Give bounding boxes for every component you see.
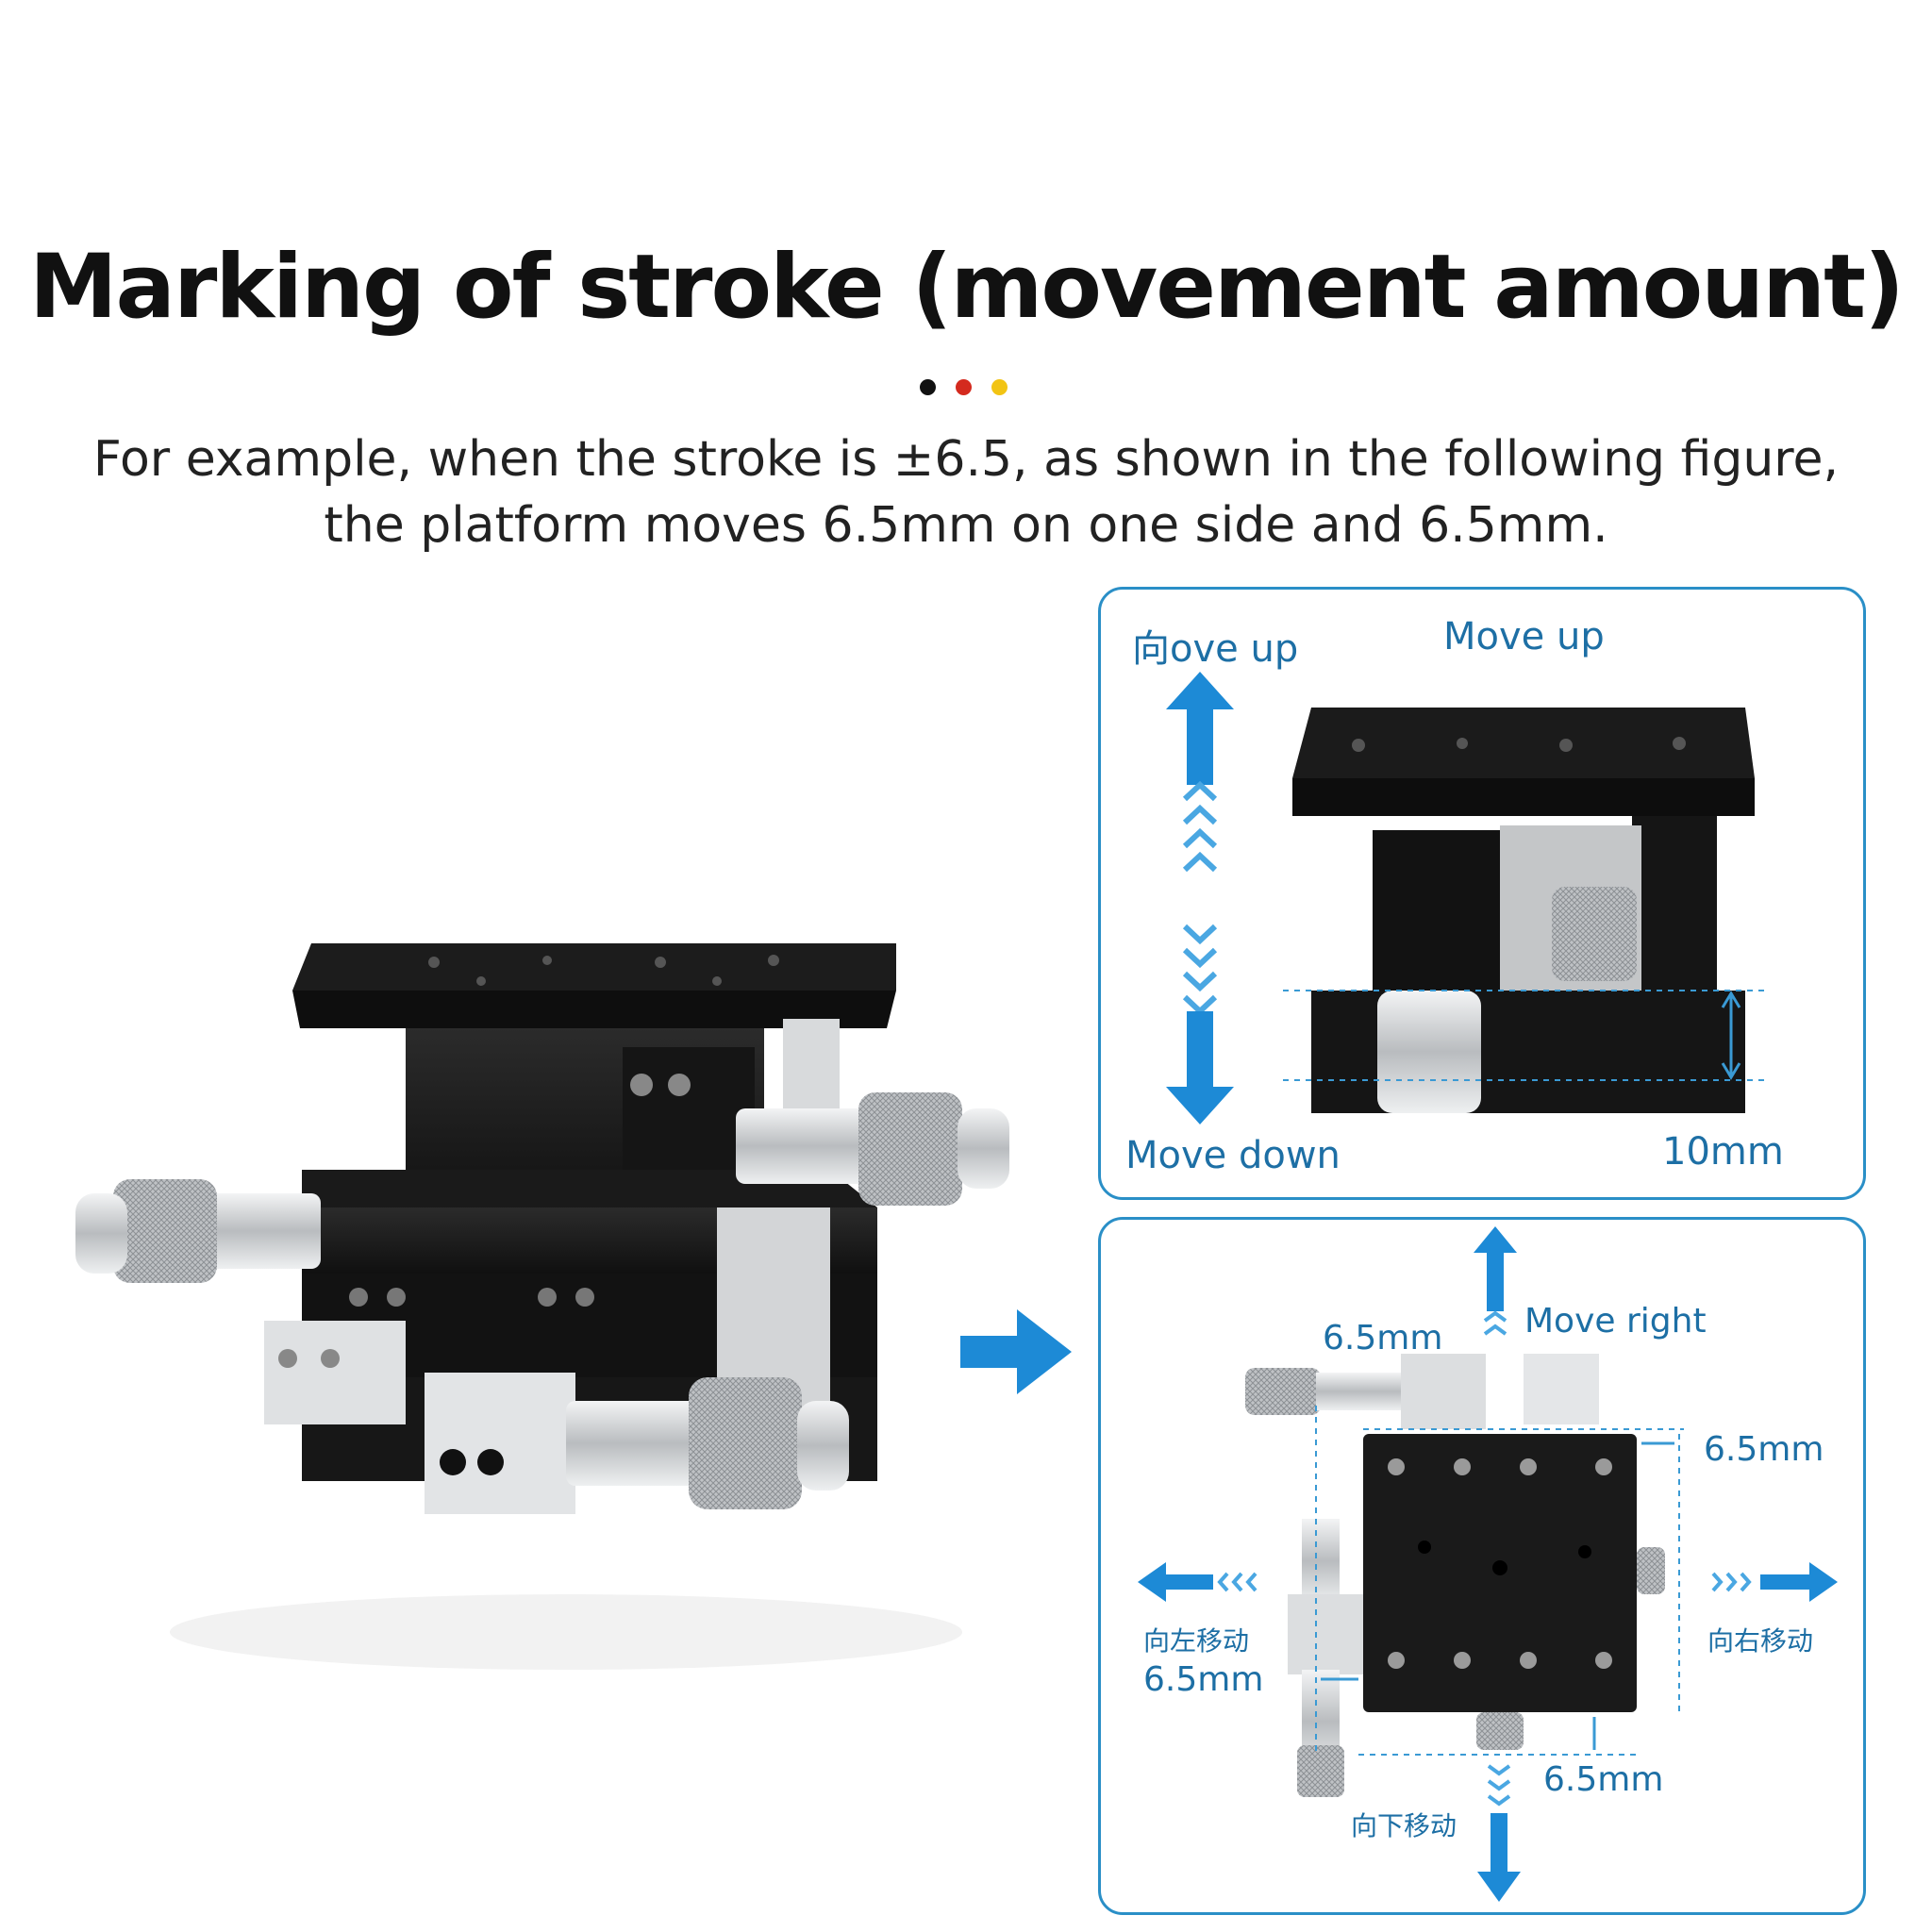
label-right-6-5mm: 6.5mm (1704, 1430, 1824, 1469)
label-top-6-5mm: 6.5mm (1323, 1319, 1443, 1357)
up-arrow-icon (1474, 1226, 1517, 1336)
label-move-up-left: 向ove up (1132, 627, 1299, 671)
decorative-dots (920, 379, 1014, 396)
label-move-left-cn: 向左移动 (1143, 1625, 1250, 1657)
page-title: Marking of stroke (movement amount) (29, 236, 1905, 339)
dot-red (956, 379, 972, 395)
xyz-stage-photo (75, 943, 1009, 1670)
down-arrow-icon (1477, 1764, 1521, 1902)
up-down-arrow-icon (1166, 672, 1234, 1124)
label-move-down-cn: 向下移动 (1351, 1810, 1457, 1841)
label-10mm: 10mm (1662, 1130, 1784, 1174)
right-arrow-small-icon (1711, 1562, 1838, 1602)
vertical-stage-photo (1283, 708, 1764, 1113)
label-move-down: Move down (1125, 1134, 1341, 1177)
label-move-right-cn: 向右移动 (1707, 1625, 1814, 1657)
label-left-6-5mm: 6.5mm (1143, 1660, 1264, 1699)
arrow-right-icon (960, 1309, 1072, 1394)
dot-yellow (991, 379, 1008, 395)
label-bottom-6-5mm: 6.5mm (1543, 1760, 1664, 1799)
label-move-up: Move up (1443, 615, 1605, 658)
dot-black (920, 379, 936, 395)
subtitle-line-2: the platform moves 6.5mm on one side and… (324, 497, 1608, 554)
xy-stage-top-view-photo (1245, 1354, 1684, 1797)
subtitle-line-1: For example, when the stroke is ±6.5, as… (92, 431, 1840, 488)
label-move-right: Move right (1524, 1302, 1707, 1341)
subtitle: For example, when the stroke is ±6.5, as… (0, 426, 1932, 558)
left-arrow-icon (1138, 1562, 1257, 1602)
